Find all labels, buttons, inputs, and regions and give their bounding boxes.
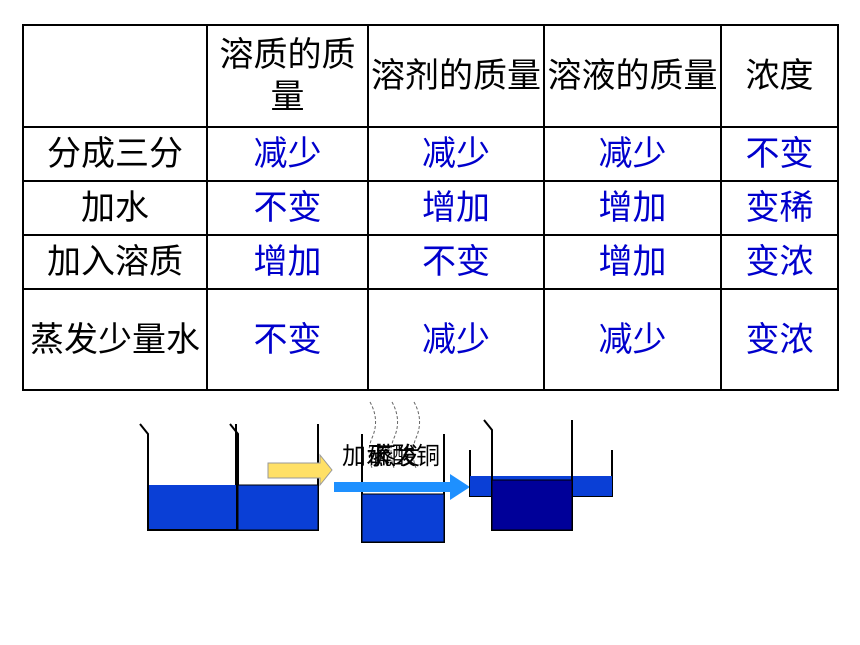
- yellow-arrow-icon: [267, 453, 333, 487]
- blue-arrow-icon: [334, 474, 470, 500]
- table-header-row: 溶质的质量 溶剂的质量 溶液的质量 浓度: [22, 24, 839, 128]
- table-row: 加水 不变 增加 增加 变稀: [22, 180, 839, 236]
- table-row: 分成三分 减少 减少 减少 不变: [22, 126, 839, 182]
- header-solution-mass: 溶液的质量: [543, 24, 722, 128]
- beaker-second: [229, 423, 319, 531]
- label-add-water: 加水: [342, 442, 390, 470]
- row-label: 分成三分: [22, 126, 208, 182]
- beaker-diagram: [139, 401, 613, 543]
- beaker-right: [483, 419, 573, 531]
- cell-value: 不变: [206, 180, 369, 236]
- solution-change-table: 溶质的质量 溶剂的质量 溶液的质量 浓度 分成三分 减少 减少 减少 不变 加水…: [22, 24, 839, 391]
- cell-value: 减少: [367, 126, 545, 182]
- cell-value: 减少: [543, 288, 722, 391]
- beaker-left: [139, 423, 237, 531]
- row-label: 加水: [22, 180, 208, 236]
- header-concentration: 浓度: [720, 24, 839, 128]
- label-evaporate: 蒸发: [372, 442, 420, 470]
- cell-value: 增加: [206, 234, 369, 290]
- steam-lines-icon: [368, 401, 420, 469]
- cell-value: 减少: [543, 126, 722, 182]
- table-row: 蒸发少量水 不变 减少 减少 变浓: [22, 288, 839, 391]
- table-row: 加入溶质 增加 不变 增加 变浓: [22, 234, 839, 290]
- cell-value: 不变: [720, 126, 839, 182]
- cell-value: 变浓: [720, 234, 839, 290]
- cell-value: 减少: [367, 288, 545, 391]
- cell-value: 增加: [367, 180, 545, 236]
- cell-value: 变浓: [720, 288, 839, 391]
- cell-value: 不变: [206, 288, 369, 391]
- cell-value: 增加: [543, 234, 722, 290]
- header-solute-mass: 溶质的质量: [206, 24, 369, 128]
- header-solvent-mass: 溶剂的质量: [367, 24, 545, 128]
- row-label: 加入溶质: [22, 234, 208, 290]
- cell-value: 增加: [543, 180, 722, 236]
- header-empty: [22, 24, 208, 128]
- cell-value: 不变: [367, 234, 545, 290]
- label-copper-sulfate: 硫酸铜: [368, 442, 440, 470]
- cell-value: 变稀: [720, 180, 839, 236]
- row-label: 蒸发少量水: [22, 288, 208, 391]
- cell-value: 减少: [206, 126, 369, 182]
